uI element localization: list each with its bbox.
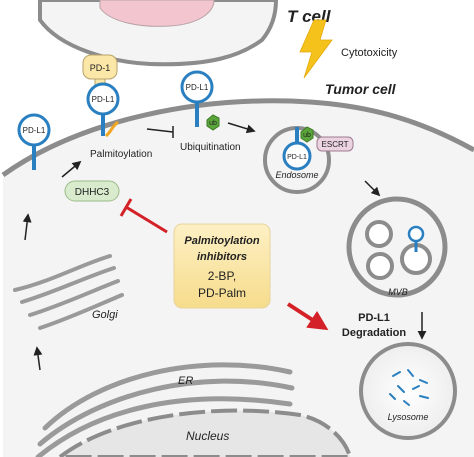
inhibitor-2bp: 2-BP, (208, 269, 236, 283)
palmitate-chain-icon (104, 120, 119, 138)
lysosome-label: Lysosome (388, 412, 429, 422)
svg-text:PD-L1: PD-L1 (92, 95, 115, 104)
nucleus-label: Nucleus (186, 429, 229, 443)
arrow-dhhc3-to-palmitoylation (61, 160, 82, 178)
inhibit-dhhc3-bar (119, 198, 168, 234)
svg-text:ESCRT: ESCRT (322, 140, 349, 149)
svg-text:ub: ub (209, 120, 217, 127)
arrow-to-mvb (364, 180, 381, 197)
mvb-label: MVB (388, 287, 408, 297)
svg-text:PD-1: PD-1 (90, 63, 111, 73)
endosome-label: Endosome (275, 170, 318, 180)
palmitoylation-label: Palmitoylation (90, 149, 152, 160)
nucleus (56, 408, 353, 457)
svg-text:ub: ub (303, 132, 311, 139)
golgi-label: Golgi (92, 309, 118, 321)
arrow-er-to-golgi (33, 346, 43, 371)
degraded-fragments (389, 369, 429, 406)
multivesicular-body: MVB (346, 196, 448, 298)
degradation-label-line2: Degradation (342, 327, 406, 339)
svg-text:PD-L1: PD-L1 (23, 126, 46, 135)
pdl1-ubiquitinated-receptor: PD-L1 ub (180, 70, 220, 131)
golgi-apparatus (13, 254, 124, 330)
lysosome: Lysosome (359, 342, 457, 440)
svg-text:PD-L1: PD-L1 (287, 154, 307, 161)
arrow-golgi-to-membrane (22, 213, 32, 241)
dhhc3-enzyme (64, 180, 120, 202)
inhibitors-title-line2: inhibitors (197, 251, 247, 263)
arrow-to-endosome (227, 122, 256, 134)
ubiquitin-icon (300, 126, 314, 143)
t-cell-body (38, 0, 279, 67)
inhibit-ubiquitination-bar (146, 126, 174, 138)
cytotoxicity-bolt-icon (299, 19, 333, 79)
tumor-cell-label: Tumor cell (325, 81, 397, 97)
inhibitors-title-line1: Palmitoylation (184, 235, 259, 247)
t-cell-nucleus (99, 0, 215, 27)
inhibitor-pdpalm: PD-Palm (198, 286, 246, 300)
pdl1-palmitoylated-receptor: PD-L1 (86, 82, 120, 138)
cytotoxicity-label: Cytotoxicity (341, 47, 398, 59)
ubiquitination-label: Ubiquitination (180, 142, 241, 153)
dhhc3-label: DHHC3 (75, 187, 110, 198)
inhibitors-box (173, 223, 271, 309)
pdl1-membrane-receptor: PD-L1 (17, 113, 51, 170)
ubiquitin-icon (206, 114, 220, 131)
degradation-label-line1: PD-L1 (358, 312, 390, 324)
endosome: PD-L1 ub ESCRT Endosome (263, 126, 354, 194)
tumor-cell-membrane (1, 98, 474, 178)
svg-text:PD-L1: PD-L1 (186, 83, 209, 92)
escrt-complex (316, 136, 354, 152)
arrow-inhibitors-to-degradation (286, 302, 329, 331)
endoplasmic-reticulum (35, 362, 295, 457)
er-label: ER (178, 375, 193, 387)
